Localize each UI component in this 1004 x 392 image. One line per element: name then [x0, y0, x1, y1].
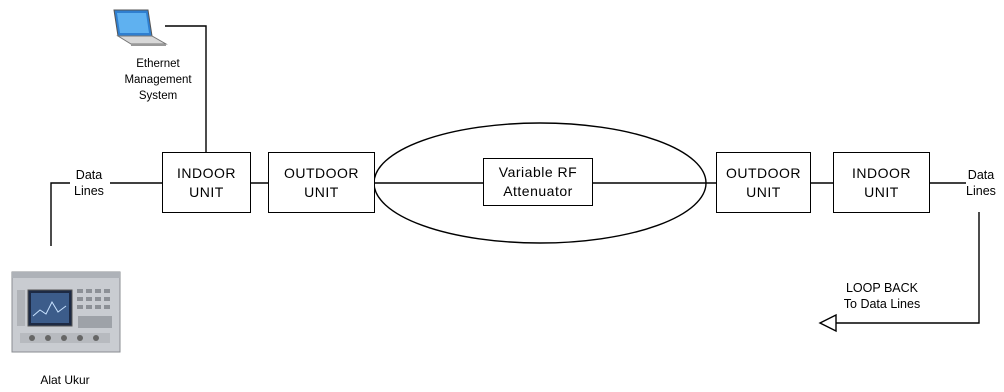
loopback-arrowhead — [818, 313, 837, 333]
ems-link-line — [165, 25, 207, 152]
left-data-lines-label: Data Lines — [74, 168, 104, 198]
instrument-label: Alat Ukur — [40, 373, 90, 387]
loopback-label: LOOP BACK To Data Lines — [843, 281, 921, 311]
variable-rf-attenuator: Variable RF Attenuator — [483, 158, 593, 206]
indoor-unit-left: INDOOR UNIT — [162, 152, 251, 213]
laptop-icon — [113, 9, 168, 46]
ems-label: Ethernet Management System — [124, 58, 192, 102]
right-data-lines-label: Data Lines — [966, 168, 996, 198]
instrument-link-line — [50, 182, 70, 246]
outdoor-unit-left: OUTDOOR UNIT — [268, 152, 375, 213]
indoor-unit-right: INDOOR UNIT — [833, 152, 930, 213]
outdoor-unit-right: OUTDOOR UNIT — [716, 152, 811, 213]
loopback-line — [834, 212, 980, 324]
measurement-instrument-icon — [11, 271, 121, 353]
